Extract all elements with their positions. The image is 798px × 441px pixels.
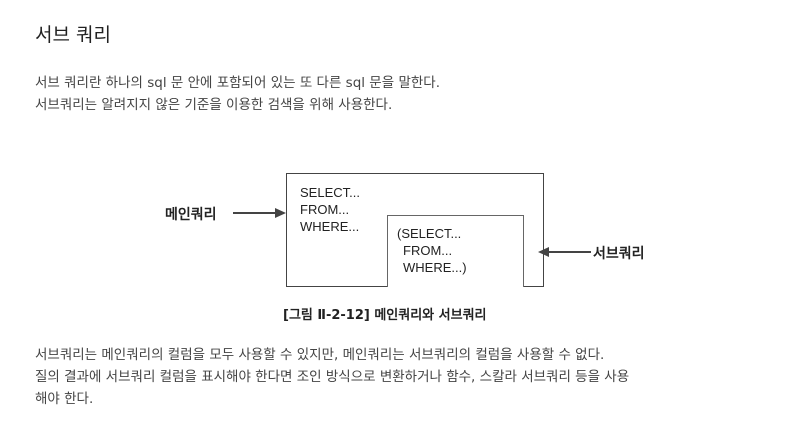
sub-query-arrow-head [538, 247, 549, 257]
main-code-from: FROM... [300, 202, 350, 217]
main-query-arrow-head [275, 208, 286, 218]
subquery-diagram: SELECT... FROM... WHERE... (SELECT... FR… [165, 163, 665, 333]
sub-code-where: WHERE...) [403, 260, 467, 275]
main-code-where: WHERE... [300, 219, 360, 234]
main-code-select: SELECT... [300, 185, 360, 200]
intro-line-2: 서브쿼리는 알려지지 않은 기준을 이용한 검색을 위해 사용한다. [35, 97, 393, 113]
body-line-1: 서브쿼리는 메인쿼리의 컬럼을 모두 사용할 수 있지만, 메인쿼리는 서브쿼리… [35, 347, 605, 363]
main-query-code: SELECT... FROM... WHERE... [300, 184, 360, 235]
intro-paragraph: 서브 쿼리란 하나의 sql 문 안에 포함되어 있는 또 다른 sql 문을 … [35, 72, 440, 116]
body-line-3: 해야 한다. [35, 391, 94, 407]
figure-caption: [그림 Ⅱ-2-12] 메인쿼리와 서브쿼리 [283, 308, 487, 323]
sub-query-code: (SELECT... FROM... WHERE...) [397, 225, 467, 276]
body-line-2: 질의 결과에 서브쿼리 컬럼을 표시해야 한다면 조인 방식으로 변환하거나 함… [35, 369, 630, 385]
sub-query-label: 서브쿼리 [593, 246, 645, 262]
diagram-arrows [233, 208, 591, 257]
sub-code-select: (SELECT... [397, 226, 462, 241]
page-title: 서브 쿼리 [35, 24, 111, 46]
sub-code-from: FROM... [403, 243, 453, 258]
sub-query-box [387, 215, 524, 287]
intro-line-1: 서브 쿼리란 하나의 sql 문 안에 포함되어 있는 또 다른 sql 문을 … [35, 75, 440, 91]
main-query-label: 메인쿼리 [165, 207, 217, 223]
body-paragraph: 서브쿼리는 메인쿼리의 컬럼을 모두 사용할 수 있지만, 메인쿼리는 서브쿼리… [35, 344, 629, 410]
